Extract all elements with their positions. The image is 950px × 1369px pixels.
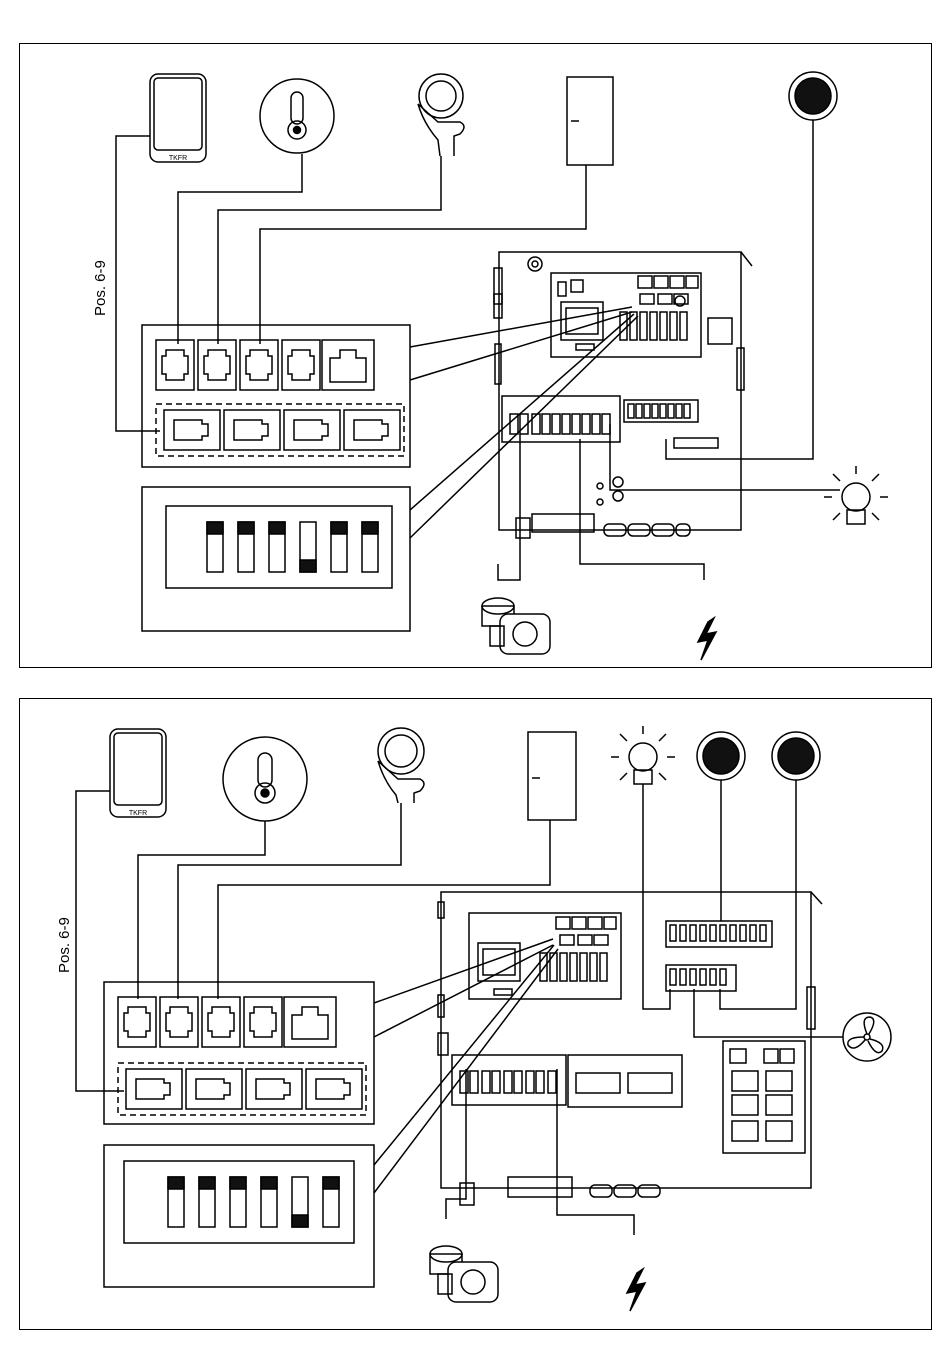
dip-switch-4 [300,522,316,572]
dip-switch-panel [142,487,410,631]
lamp-icon [611,726,675,784]
position-label: Pos. 6-9 [56,917,73,973]
dip-switch-6 [362,522,378,572]
remote-control-icon: TKFR [110,729,166,817]
round-button-icon [789,72,837,120]
position-label: Pos. 6-9 [92,260,109,316]
lamp-icon [824,466,888,524]
pump-icon [430,1246,498,1302]
fan-icon [843,1013,891,1061]
round-button-icon [772,732,820,780]
control-box [438,892,822,1205]
power-bolt-icon [698,618,716,660]
thermometer-icon [223,737,307,821]
dip-switch-3 [269,522,285,572]
dip-switch-2 [238,522,254,572]
wiring-diagram-top: TKFR [19,43,932,668]
switch-box-icon [528,732,576,820]
callout-line [374,939,553,1003]
dip-switch-2 [199,1177,215,1227]
push-button-icon [378,728,424,803]
dip-switch-1 [168,1177,184,1227]
callout-line [410,314,634,510]
connector-panel [142,325,410,467]
wiring-diagram-bottom: TKFR [19,698,932,1330]
dip-switch-6 [323,1177,339,1227]
device-label: TKFR [129,810,147,817]
connector-panel [104,982,374,1124]
dip-switch-4 [261,1177,277,1227]
dip-switch-panel [104,1145,374,1287]
callout-line [410,316,638,538]
device-label: TKFR [169,155,187,162]
dip-switch-1 [207,522,223,572]
power-bolt-icon [627,1269,645,1311]
pump-icon [482,598,550,654]
remote-control-icon: TKFR [150,74,206,162]
push-button-icon [418,74,464,156]
dip-switch-group-top [207,522,378,572]
switch-box-icon [567,77,613,165]
wires [76,780,843,1235]
dip-switch-3 [230,1177,246,1227]
dip-switch-group-bottom [168,1177,339,1227]
thermometer-icon [260,79,334,153]
dip-switch-5 [292,1177,308,1227]
dip-switch-5 [331,522,347,572]
round-button-icon [697,732,745,780]
control-box [494,252,752,538]
